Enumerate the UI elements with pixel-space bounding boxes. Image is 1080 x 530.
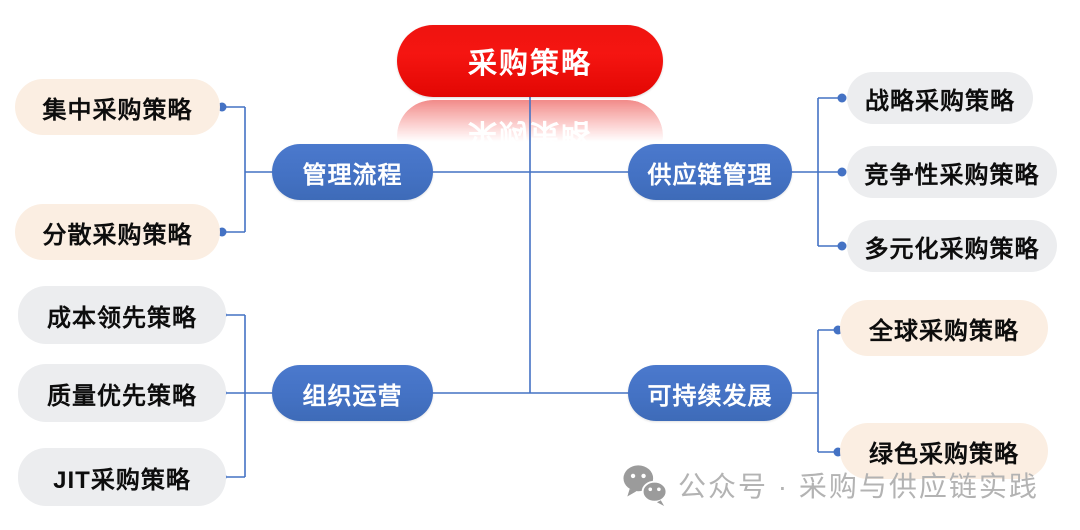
watermark-text: 公众号 · 采购与供应链实践 xyxy=(678,471,1039,502)
branch-sustainable-development: 可持续发展 xyxy=(628,365,792,421)
branch-label: 组织运营 xyxy=(302,382,403,410)
child-global-procurement: 全球采购策略 xyxy=(840,300,1048,356)
child-label: 全球采购策略 xyxy=(869,317,1019,345)
wechat-icon xyxy=(622,463,668,507)
branch-label: 管理流程 xyxy=(302,161,403,189)
child-label: 成本领先策略 xyxy=(47,304,197,332)
child-quality-first: 质量优先策略 xyxy=(18,364,226,422)
branch-supply-chain-management: 供应链管理 xyxy=(628,144,792,200)
child-label: 分散采购策略 xyxy=(42,221,193,249)
child-label: 战略采购策略 xyxy=(865,87,1015,115)
child-label: 绿色采购策略 xyxy=(869,440,1019,468)
child-diversified-procurement: 多元化采购策略 xyxy=(847,220,1057,272)
child-decentralized-procurement: 分散采购策略 xyxy=(15,204,220,260)
branch-organization-operation: 组织运营 xyxy=(272,365,433,421)
child-competitive-procurement: 竞争性采购策略 xyxy=(847,146,1057,198)
child-label: 竞争性采购策略 xyxy=(864,161,1040,189)
watermark: 公众号 · 采购与供应链实践 xyxy=(622,463,1039,507)
child-jit-procurement: JIT采购策略 xyxy=(18,448,226,506)
child-strategic-procurement: 战略采购策略 xyxy=(847,72,1033,124)
child-label: 质量优先策略 xyxy=(47,382,197,410)
child-label: 集中采购策略 xyxy=(42,96,193,124)
branch-management-process: 管理流程 xyxy=(272,144,433,200)
branch-label: 供应链管理 xyxy=(647,161,773,189)
child-green-procurement: 绿色采购策略 xyxy=(840,423,1048,479)
child-centralized-procurement: 集中采购策略 xyxy=(15,79,220,135)
child-label: 多元化采购策略 xyxy=(864,235,1040,263)
root-node: 采购策略 xyxy=(397,25,663,97)
root-label: 采购策略 xyxy=(467,48,592,80)
child-label: JIT采购策略 xyxy=(53,466,191,494)
branch-label: 可持续发展 xyxy=(647,382,773,410)
child-cost-leadership: 成本领先策略 xyxy=(18,286,226,344)
